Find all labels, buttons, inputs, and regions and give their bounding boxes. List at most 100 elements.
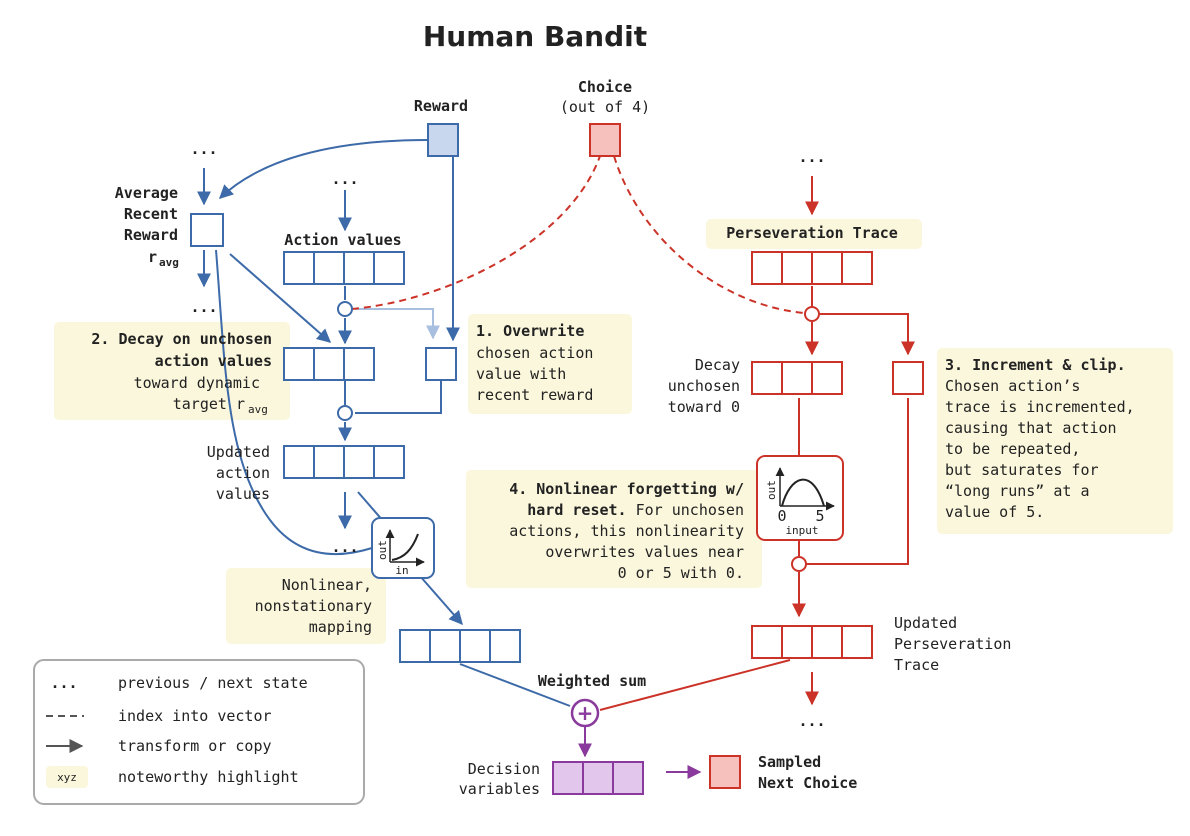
note-4-line-0: hard reset. For unchosen xyxy=(527,501,744,519)
avg-label-2: Recent xyxy=(124,205,178,223)
dots-persev-next: ... xyxy=(798,712,825,730)
page-title: Human Bandit xyxy=(423,20,647,53)
updated-label-2: action xyxy=(216,464,270,482)
legend-key-dots: ... xyxy=(50,674,77,692)
decay-label-2: unchosen xyxy=(668,377,740,395)
choice-sublabel: (out of 4) xyxy=(560,98,650,116)
reward-label: Reward xyxy=(414,97,468,115)
legend-label-dashed: index into vector xyxy=(118,707,272,725)
nonlinear-note-3: mapping xyxy=(309,618,372,636)
choice-box xyxy=(589,123,621,157)
note-4-line-3: 0 or 5 with 0. xyxy=(618,564,744,582)
decision-variables-vector xyxy=(552,761,644,795)
note-4-title-1: 4. Nonlinear forgetting w/ xyxy=(509,480,744,498)
legend-label-highlight: noteworthy highlight xyxy=(118,768,299,786)
note-3-line-5: but saturates for xyxy=(945,461,1099,479)
forget-out-label: out xyxy=(765,480,778,500)
junction-circle-action xyxy=(337,301,353,317)
dots-avg-prev: ... xyxy=(190,140,217,158)
value-to-sum-line xyxy=(459,663,571,707)
note-3-line-4: to be repeated, xyxy=(945,440,1080,458)
sum-circle xyxy=(570,698,600,728)
dots-action-next: ... xyxy=(331,538,358,556)
updated-label-3: values xyxy=(216,485,270,503)
nonlinear-note-1: Nonlinear, xyxy=(282,576,372,594)
note-3-line-6: “long runs” at a xyxy=(945,482,1090,500)
nonlinear-mapping-graph: out in xyxy=(371,517,435,579)
note-2-sub: avg xyxy=(248,403,268,416)
action-values-label: Action values xyxy=(284,231,401,249)
copy-arrow-light xyxy=(355,308,440,340)
reward-box xyxy=(427,123,459,157)
note-4-rest: For unchosen xyxy=(627,501,744,519)
note-4-line-1: actions, this nonlinearity xyxy=(509,522,744,540)
note-3-box xyxy=(937,348,1173,534)
note-3-line-7: value of 5. xyxy=(945,503,1044,521)
action-values-vector xyxy=(283,251,405,285)
updated-persev-vector xyxy=(751,625,873,659)
overwrite-box xyxy=(425,347,457,381)
note-4-line-2: overwrites values near xyxy=(545,543,744,561)
note-2-title-2: action values xyxy=(155,352,272,370)
dots-action-prev: ... xyxy=(331,170,358,188)
avg-symbol: r xyxy=(148,248,157,266)
note-3-title: 3. Increment & clip. xyxy=(945,356,1126,374)
decay-label-3: toward 0 xyxy=(668,398,740,416)
avg-subscript: avg xyxy=(159,256,179,269)
updated-persev-label-1: Updated xyxy=(894,614,957,632)
junction-circle-persev xyxy=(804,306,820,322)
decision-label-2: variables xyxy=(459,780,540,798)
note-4-box xyxy=(466,470,762,588)
note-2-box xyxy=(54,322,290,420)
nonlinear-note-2: nonstationary xyxy=(255,597,372,615)
decision-label-1: Decision xyxy=(468,760,540,778)
note-3-line-1: Chosen action’s xyxy=(945,377,1080,395)
legend-key-xyz: xyz xyxy=(57,771,77,784)
note-1-line-2: value with xyxy=(476,365,566,383)
dots-persev-prev: ... xyxy=(798,148,825,166)
decayed-values-vector xyxy=(283,347,375,381)
red-connections xyxy=(792,176,915,706)
nonlinear-note-box xyxy=(226,568,386,644)
graph-out-label: out xyxy=(376,540,389,560)
updated-action-values-vector xyxy=(283,445,405,479)
increment-box xyxy=(892,361,924,395)
sampled-label-2: Next Choice xyxy=(758,774,857,792)
updated-persev-label-2: Perseveration xyxy=(894,635,1011,653)
legend-key-highlight-box xyxy=(46,766,88,788)
avg-label-3: Reward xyxy=(124,226,178,244)
note-4-title-2: hard reset. xyxy=(527,501,626,519)
sampled-label-1: Sampled xyxy=(758,753,821,771)
note-2-title-1: 2. Decay on unchosen xyxy=(91,330,272,348)
avg-label-1: Average xyxy=(115,184,178,202)
legend: ... previous / next state index into vec… xyxy=(33,659,365,805)
note-3-line-2: trace is incremented, xyxy=(945,398,1135,416)
updated-persev-label-3: Trace xyxy=(894,656,939,674)
avg-reward-box xyxy=(190,213,224,247)
junction-circle-forget xyxy=(791,556,807,572)
note-1-title: 1. Overwrite xyxy=(476,322,584,340)
decay-unchosen-vector xyxy=(751,361,843,395)
note-3-line-3: causing that action xyxy=(945,419,1117,437)
value-output-vector xyxy=(399,629,521,663)
note-2-line-1: toward dynamic xyxy=(134,374,260,392)
persev-trace-label-box xyxy=(706,219,922,249)
note-1-line-3: recent reward xyxy=(476,386,593,404)
blue-connections xyxy=(197,139,463,626)
forget-five-label: 5 xyxy=(815,507,824,525)
graph-in-label: in xyxy=(395,564,408,577)
junction-circle-merge xyxy=(337,405,353,421)
persev-trace-label: Perseveration Trace xyxy=(726,224,898,242)
persev-to-sum-line xyxy=(599,659,791,711)
decay-label-1: Decay xyxy=(695,356,740,374)
note-2-line-2: target r xyxy=(173,395,245,413)
forget-input-label: input xyxy=(785,524,818,537)
choice-label: Choice xyxy=(578,78,632,96)
weighted-sum-label: Weighted sum xyxy=(538,672,646,690)
forget-zero-label: 0 xyxy=(777,507,786,525)
note-1-line-1: chosen action xyxy=(476,344,593,362)
legend-label-dots: previous / next state xyxy=(118,674,308,692)
updated-label-1: Updated xyxy=(207,443,270,461)
sampled-choice-box xyxy=(709,755,741,789)
